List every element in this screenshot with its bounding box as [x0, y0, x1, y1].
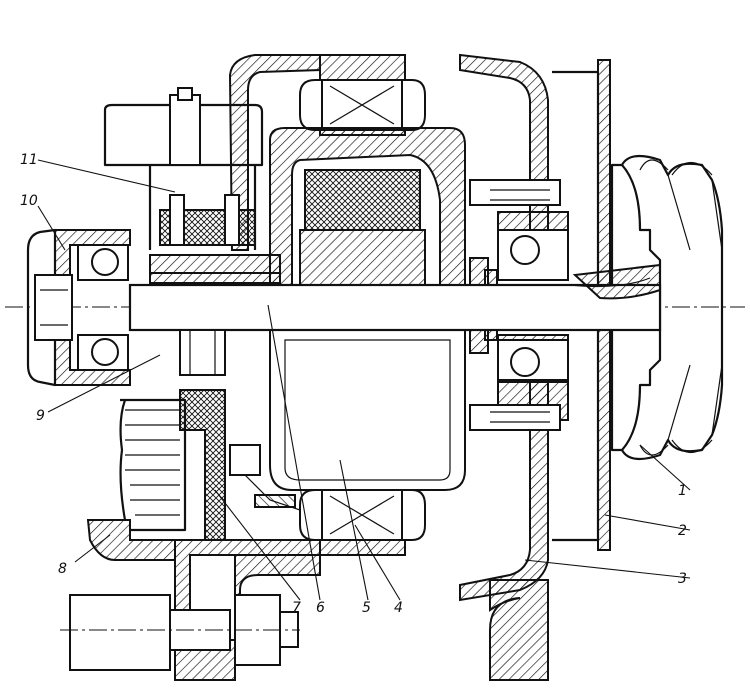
leader-1: [639, 444, 691, 491]
rotor-claw-pole: [269, 127, 466, 491]
callout-1: 1: [678, 483, 687, 499]
pulley: [610, 154, 724, 461]
leader-10: [37, 205, 66, 251]
slip-ring-end-bearing: [26, 228, 131, 387]
callout-3: 3: [678, 571, 687, 587]
slip-rings: [179, 329, 226, 541]
callout-2: 2: [678, 523, 687, 539]
leader-2: [604, 514, 691, 531]
leader-9: [47, 354, 161, 413]
callout-6: 6: [316, 600, 325, 616]
leader-11: [37, 159, 176, 193]
leader-6: [267, 304, 321, 601]
callout-7: 7: [292, 600, 301, 616]
callout-8: 8: [58, 561, 67, 577]
leader-8: [74, 534, 111, 563]
leader-3: [524, 559, 691, 579]
callout-11: 11: [20, 152, 38, 168]
callout-5: 5: [362, 600, 371, 616]
rectifier-heat-sink: [119, 398, 187, 532]
callout-labels: 1 2 3 4 5 6 7 8 9 10 11: [20, 152, 687, 616]
leader-lines: [37, 159, 691, 601]
leader-5: [339, 459, 369, 601]
stator-winding: [299, 54, 426, 556]
terminal-stud: [229, 444, 301, 511]
field-winding: [299, 169, 426, 286]
rotor-shaft: [128, 263, 662, 332]
callout-9: 9: [36, 408, 45, 424]
leader-7: [214, 489, 301, 601]
brush-holder: [103, 87, 281, 284]
mounting-bolt: [60, 594, 300, 671]
callout-10: 10: [20, 193, 38, 209]
leader-4: [354, 524, 401, 601]
drive-end-bearing: [469, 179, 569, 431]
callout-4: 4: [394, 600, 403, 616]
